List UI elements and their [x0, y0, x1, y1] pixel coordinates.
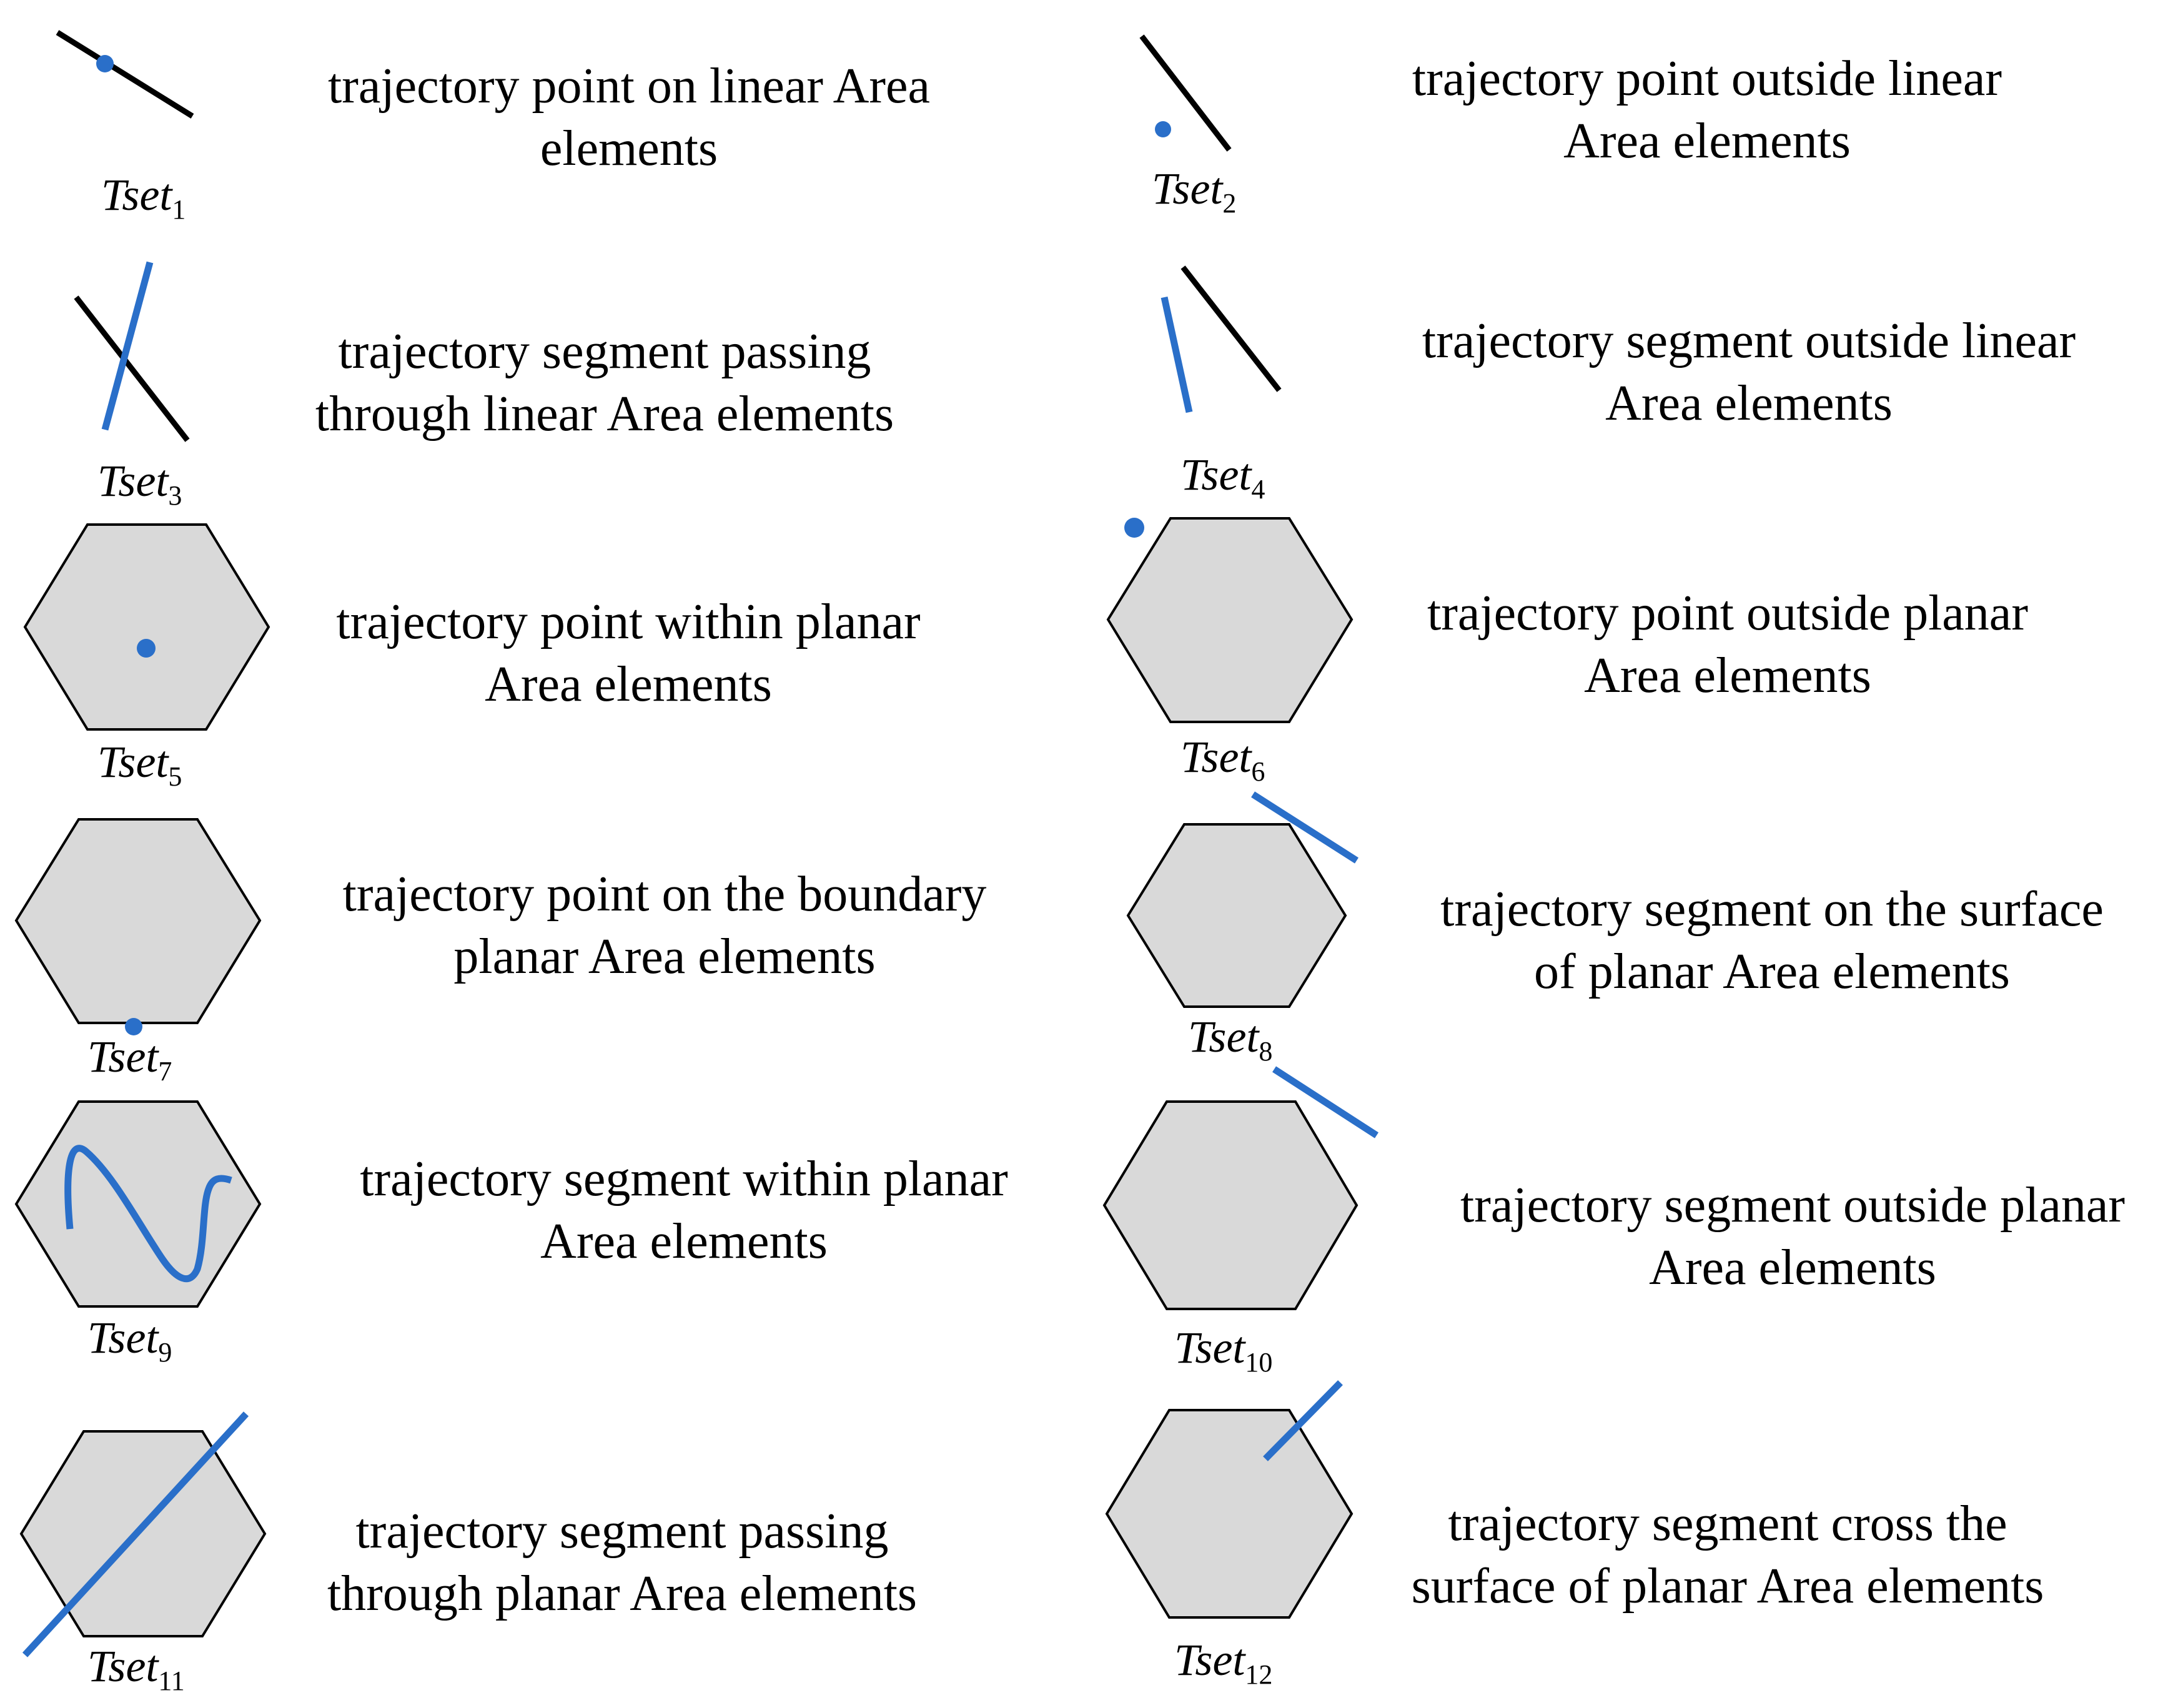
- trajectory-segment: [1251, 791, 1359, 864]
- trajectory-segment: [101, 261, 154, 431]
- case-4-figure: [1161, 265, 1282, 413]
- case-label: Tset4: [1180, 450, 1265, 505]
- case-label: Tset2: [1152, 164, 1237, 219]
- planar-area-element: [1126, 823, 1347, 1008]
- planar-area-element: [19, 1430, 267, 1637]
- case-5-figure: [23, 523, 270, 731]
- case-label: Tset5: [97, 737, 182, 792]
- case-12-figure: [1105, 1380, 1354, 1619]
- trajectory-point: [137, 639, 156, 658]
- case-label: Tset12: [1174, 1635, 1273, 1690]
- case-1-figure: [56, 30, 194, 119]
- planar-area-element: [14, 818, 262, 1024]
- trajectory-point: [125, 1018, 142, 1035]
- planar-area-element: [1106, 517, 1354, 723]
- case-2-figure: [1139, 34, 1232, 152]
- case-label: Tset11: [87, 1641, 185, 1696]
- planar-area-element: [14, 1100, 262, 1308]
- linear-area-element: [56, 30, 194, 119]
- trajectory-segment: [1161, 296, 1193, 413]
- linear-area-element: [1180, 265, 1282, 392]
- planar-area-element: [1105, 1409, 1354, 1619]
- planar-area-element: [1102, 1100, 1359, 1310]
- case-11-figure: [19, 1411, 267, 1657]
- trajectory-point: [1124, 518, 1144, 538]
- linear-area-element: [1139, 34, 1232, 152]
- trajectory-point: [96, 55, 114, 72]
- trajectory-point: [1155, 121, 1171, 137]
- planar-area-element: [23, 523, 270, 731]
- case-label: Tset9: [87, 1313, 172, 1368]
- case-label: Tset1: [101, 170, 186, 225]
- case-6-figure: [1106, 517, 1354, 723]
- case-7-figure: [14, 818, 262, 1035]
- case-label: Tset7: [87, 1032, 172, 1087]
- case-label: Tset8: [1188, 1012, 1273, 1067]
- case-10-figure: [1102, 1066, 1378, 1310]
- case-label: Tset6: [1180, 732, 1265, 787]
- trajectory-segment: [22, 1411, 249, 1657]
- case-8-figure: [1126, 791, 1359, 1008]
- trajectory-segment: [1272, 1066, 1378, 1138]
- case-9-figure: [14, 1100, 262, 1308]
- trajectory-segment: [64, 1145, 232, 1283]
- case-label: Tset3: [97, 456, 182, 511]
- case-3-figure: [74, 261, 190, 442]
- linear-area-element: [74, 295, 190, 442]
- trajectory-segment: [1263, 1380, 1343, 1461]
- case-label: Tset10: [1174, 1323, 1273, 1378]
